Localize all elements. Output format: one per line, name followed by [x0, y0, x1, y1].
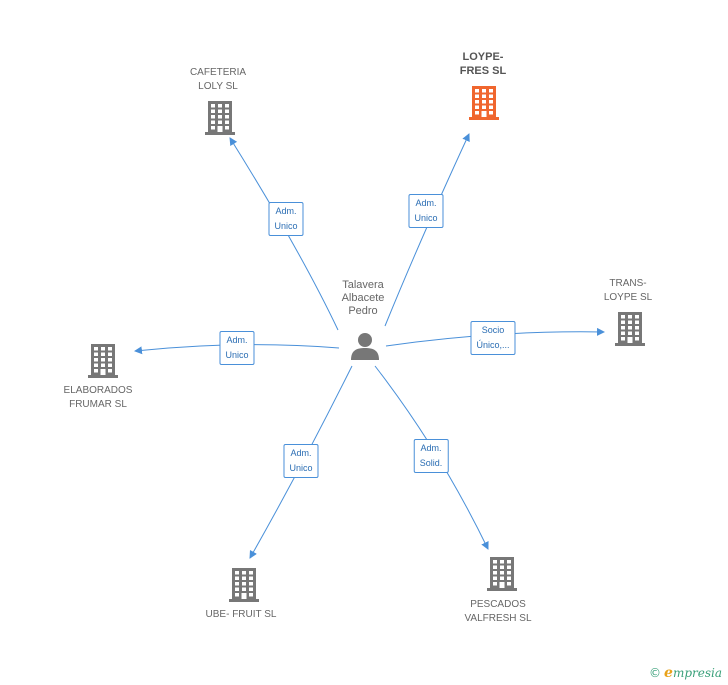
company-label-trans[interactable]: TRANS- LOYPE SL [604, 277, 652, 305]
brand-initial: e [664, 665, 673, 681]
relation-label-ube[interactable]: Adm. Unico [283, 444, 319, 478]
building-icon[interactable] [88, 344, 118, 383]
building-icon[interactable] [469, 86, 499, 125]
company-label-elaborados[interactable]: ELABORADOS FRUMAR SL [64, 384, 133, 412]
relation-label-line: Solid. [419, 458, 443, 468]
center-name-line: Talavera [342, 279, 384, 291]
company-label-line: LOLY SL [198, 81, 238, 92]
company-label-line: PESCADOS [470, 599, 526, 610]
person-icon[interactable] [350, 331, 380, 366]
company-label-loype[interactable]: LOYPE- FRES SL [460, 50, 506, 78]
relation-label-line: Unico [289, 463, 313, 473]
company-label-pescados[interactable]: PESCADOS VALFRESH SL [464, 598, 531, 626]
center-name-line: Pedro [348, 305, 378, 317]
company-label-line: ELABORADOS [63, 385, 133, 396]
brand-name: mpresia [672, 666, 722, 680]
center-person-name[interactable]: Talavera Albacete Pedro [342, 279, 385, 318]
company-label-line: UBE- FRUIT SL [205, 609, 277, 620]
relation-label-loype[interactable]: Adm. Unico [408, 194, 444, 228]
relation-label-line: Unico [225, 350, 249, 360]
relation-label-cafeteria[interactable]: Adm. Unico [268, 202, 304, 236]
building-icon[interactable] [615, 312, 645, 351]
building-icon[interactable] [229, 568, 259, 607]
edge-cafeteria [229, 137, 339, 331]
building-icon[interactable] [487, 557, 517, 596]
relation-label-line: Adm. [226, 335, 248, 345]
relation-label-line: Adm. [415, 198, 437, 208]
company-label-line: FRUMAR SL [69, 399, 127, 410]
relation-label-line: Adm. [420, 443, 442, 453]
brand-footer: ©empresia [649, 665, 722, 681]
company-label-line: CAFETERIA [189, 67, 247, 78]
relation-label-line: Adm. [275, 206, 297, 216]
company-label-line: LOYPE- [462, 51, 504, 63]
relation-label-line: Unico [414, 213, 438, 223]
copyright-icon: © [649, 666, 662, 680]
company-label-cafeteria[interactable]: CAFETERIA LOLY SL [190, 66, 246, 94]
center-name-line: Albacete [341, 292, 385, 304]
relation-label-elaborados[interactable]: Adm. Unico [219, 331, 255, 365]
relation-label-line: Unico [274, 221, 298, 231]
company-label-ube[interactable]: UBE- FRUIT SL [206, 608, 277, 622]
relation-label-line: Socio [481, 325, 505, 335]
company-label-line: VALFRESH SL [464, 613, 532, 624]
edge-loype [384, 133, 470, 327]
company-label-line: LOYPE SL [603, 292, 653, 303]
relation-label-pescados[interactable]: Adm. Solid. [413, 439, 449, 473]
company-label-line: TRANS- [609, 278, 647, 289]
relation-label-line: Adm. [290, 448, 312, 458]
company-label-line: FRES SL [459, 65, 507, 77]
building-icon[interactable] [205, 101, 235, 140]
relation-label-line: Único,... [476, 340, 510, 350]
